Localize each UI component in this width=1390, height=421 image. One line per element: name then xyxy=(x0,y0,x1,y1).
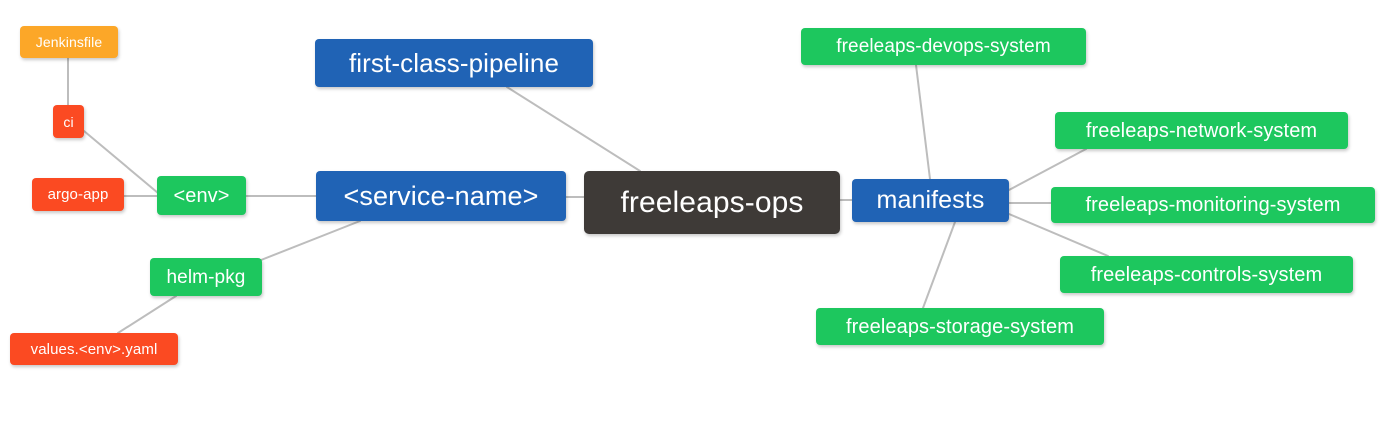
node-freeleaps-monitoring-system[interactable]: freeleaps-monitoring-system xyxy=(1051,187,1375,223)
node-values-env-yaml[interactable]: values.<env>.yaml xyxy=(10,333,178,365)
edge-first-class-pipeline-to-freeleaps-ops xyxy=(506,86,641,172)
edge-manifests-to-freeleaps-storage-system xyxy=(922,221,956,309)
node-first-class-pipeline[interactable]: first-class-pipeline xyxy=(315,39,593,87)
node-argo-app[interactable]: argo-app xyxy=(32,178,124,211)
node-freeleaps-ops[interactable]: freeleaps-ops xyxy=(584,171,840,234)
node-freeleaps-controls-system[interactable]: freeleaps-controls-system xyxy=(1060,256,1353,293)
node-freeleaps-devops-system[interactable]: freeleaps-devops-system xyxy=(801,28,1086,65)
node-service-name[interactable]: <service-name> xyxy=(316,171,566,221)
node-helm-pkg[interactable]: helm-pkg xyxy=(150,258,262,296)
node-freeleaps-network-system[interactable]: freeleaps-network-system xyxy=(1055,112,1348,149)
edge-helm-pkg-to-service-name xyxy=(255,220,361,263)
node-jenkinsfile[interactable]: Jenkinsfile xyxy=(20,26,118,58)
edge-manifests-to-freeleaps-devops-system xyxy=(915,64,931,180)
node-env[interactable]: <env> xyxy=(157,176,246,215)
node-manifests[interactable]: manifests xyxy=(852,179,1009,222)
node-freeleaps-storage-system[interactable]: freeleaps-storage-system xyxy=(816,308,1104,345)
edge-values-env-yaml-to-helm-pkg xyxy=(117,295,177,334)
edge-manifests-to-freeleaps-network-system xyxy=(1008,148,1087,191)
node-ci[interactable]: ci xyxy=(53,105,84,138)
